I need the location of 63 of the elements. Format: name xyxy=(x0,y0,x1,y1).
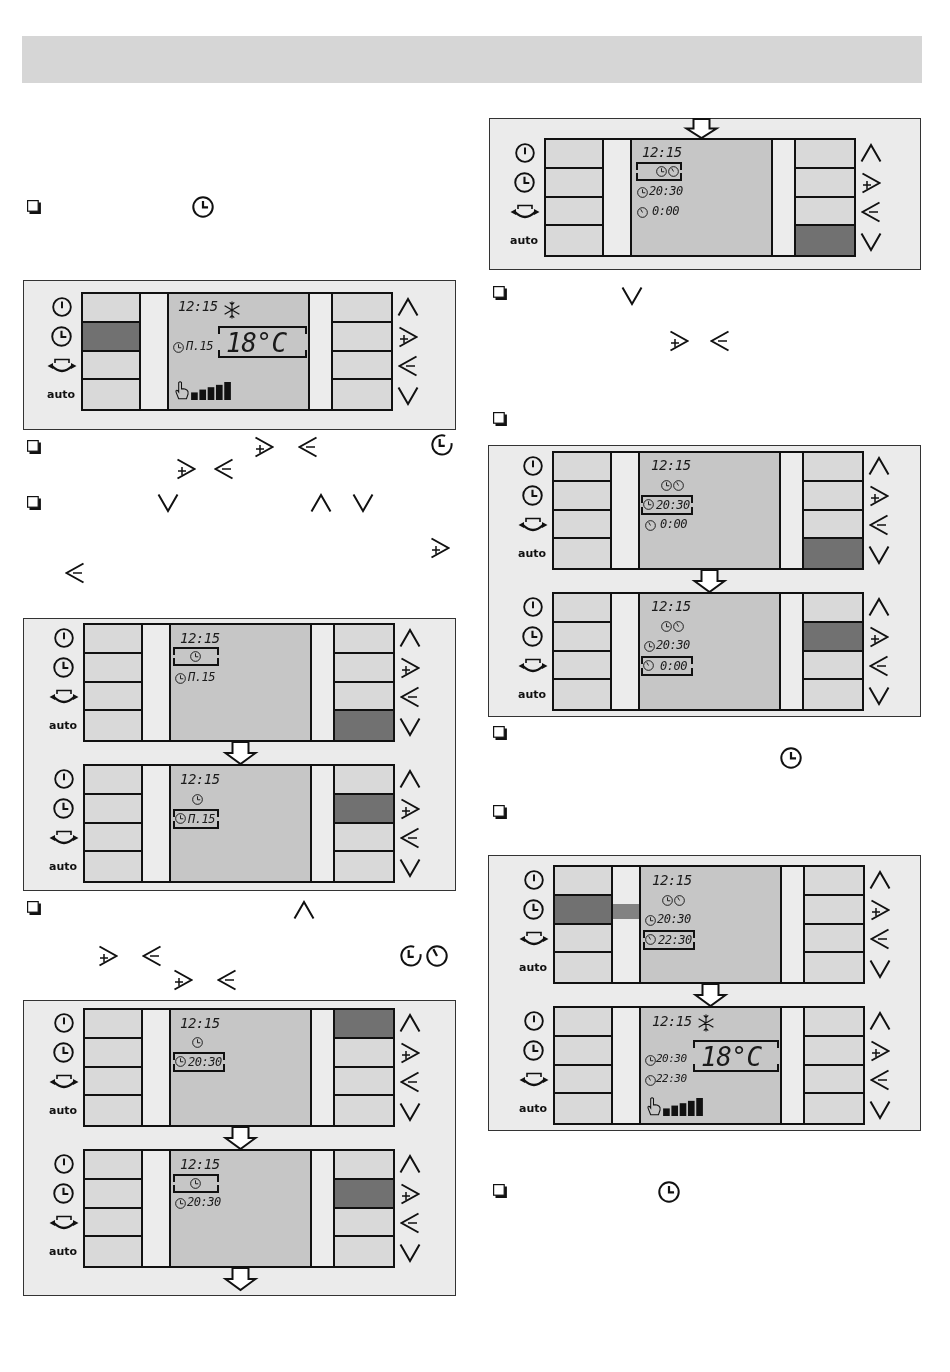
block-arrow xyxy=(222,741,259,766)
timer-readout: 20:30 xyxy=(656,499,690,511)
lcd-display xyxy=(169,764,312,883)
block-arrow xyxy=(692,983,729,1008)
time-readout: 12:15 xyxy=(651,458,691,472)
mode-label: auto xyxy=(518,548,547,559)
highlight-bracket xyxy=(173,809,219,829)
highlight-bracket xyxy=(218,326,307,358)
mode-label: auto xyxy=(49,861,78,872)
lcd-display xyxy=(638,592,781,711)
lcd-display xyxy=(639,1006,782,1125)
time-readout: 12:15 xyxy=(180,1016,220,1030)
timer-readout: 0:00 xyxy=(660,518,687,530)
highlight-bracket xyxy=(641,656,693,676)
lcd-display xyxy=(638,451,781,570)
timer-readout: 20:30 xyxy=(656,639,690,651)
mode-label: auto xyxy=(518,689,547,700)
temperature-readout: 18°C xyxy=(226,330,287,356)
timer-readout: 20:30 xyxy=(656,1053,687,1064)
timer-readout: 22:30 xyxy=(658,934,692,946)
mode-label: auto xyxy=(519,1103,548,1114)
timer-readout: 22:30 xyxy=(656,1073,687,1084)
timer-readout: 20:30 xyxy=(649,185,683,197)
mode-label: auto xyxy=(47,389,76,400)
time-readout: 12:15 xyxy=(180,772,220,786)
time-readout: 12:15 xyxy=(652,1014,692,1028)
block-arrow xyxy=(691,569,728,594)
temperature-readout: 18°C xyxy=(701,1044,762,1070)
highlight-bracket xyxy=(641,495,693,515)
mode-label: auto xyxy=(519,962,548,973)
timer-readout: Π.15 xyxy=(188,813,215,825)
timer-readout: 0:00 xyxy=(660,660,687,672)
timer-readout: 20:30 xyxy=(188,1056,222,1068)
time-readout: 12:15 xyxy=(180,1157,220,1171)
lcd-display xyxy=(169,1149,312,1268)
timer-readout: 0:00 xyxy=(652,205,679,217)
time-readout: 12:15 xyxy=(178,299,218,313)
time-readout: 12:15 xyxy=(652,873,692,887)
highlight-bracket xyxy=(643,930,695,950)
lcd-display xyxy=(169,623,312,742)
highlight-bracket xyxy=(173,647,219,666)
block-arrow xyxy=(222,1126,259,1151)
mode-label: auto xyxy=(49,1105,78,1116)
highlight-bracket xyxy=(693,1040,779,1072)
lcd-display xyxy=(167,292,310,411)
lcd-display xyxy=(169,1008,312,1127)
highlight-bracket xyxy=(173,1052,225,1072)
mode-label: auto xyxy=(510,235,539,246)
highlight-bracket xyxy=(173,1174,219,1193)
timer-readout: 20:30 xyxy=(187,1196,221,1208)
time-readout: 12:15 xyxy=(180,631,220,645)
highlight-bracket xyxy=(636,162,682,181)
time-readout: 12:15 xyxy=(642,145,682,159)
timer-readout: 20:30 xyxy=(657,913,691,925)
timer-readout: Π.15 xyxy=(186,340,213,352)
timer-readout: Π.15 xyxy=(188,671,215,683)
mode-label: auto xyxy=(49,720,78,731)
lcd-display xyxy=(639,865,782,984)
time-readout: 12:15 xyxy=(651,599,691,613)
mode-label: auto xyxy=(49,1246,78,1257)
block-arrow xyxy=(222,1267,259,1292)
lcd-display xyxy=(630,138,773,257)
block-arrow xyxy=(683,118,720,140)
